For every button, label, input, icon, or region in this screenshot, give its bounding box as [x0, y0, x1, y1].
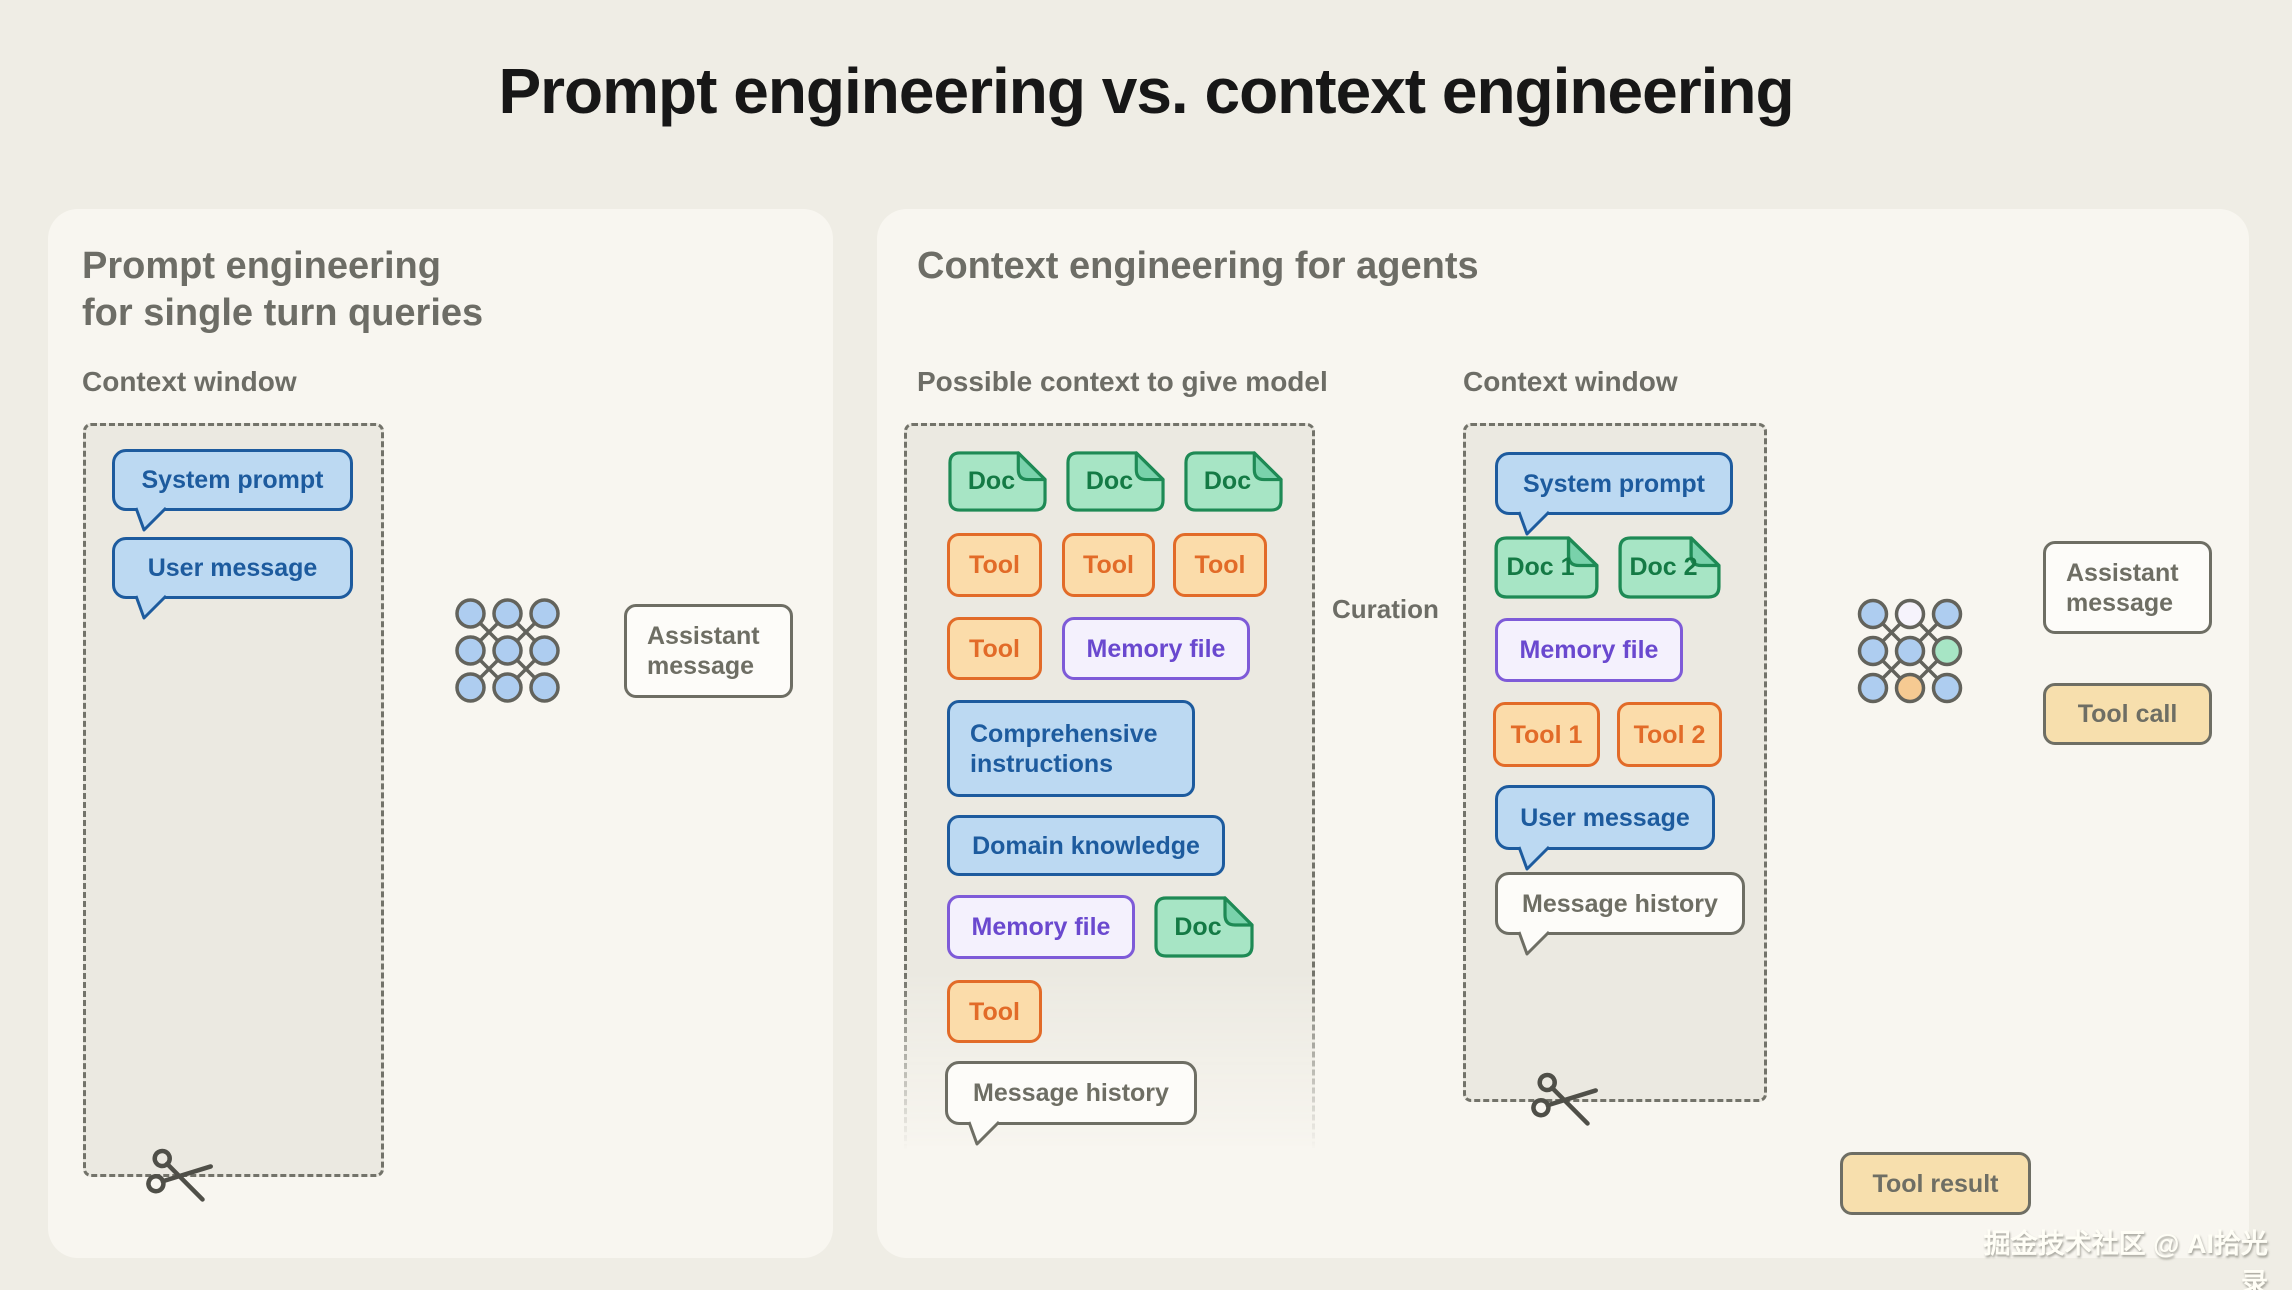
domain-knowledge-box: Domain knowledge	[947, 815, 1225, 876]
assistant-message-box: Assistant message	[2043, 541, 2212, 634]
tool-box: Tool	[947, 980, 1042, 1043]
doc-icon	[1154, 896, 1254, 958]
doc-icon	[1494, 536, 1599, 599]
tool-box: Tool	[1173, 533, 1267, 597]
tool-call-label: Tool call	[2077, 700, 2178, 728]
system-prompt-label: System prompt	[141, 466, 324, 494]
message-history-bubble: Message history	[945, 1061, 1197, 1125]
system-prompt-bubble: System prompt	[1495, 452, 1733, 515]
memory-file-box: Memory file	[1062, 617, 1250, 680]
doc-icon	[1618, 536, 1721, 599]
memory-file-box: Memory file	[947, 895, 1135, 959]
message-history-label: Message history	[973, 1079, 1169, 1107]
doc-icon	[948, 451, 1047, 512]
right-context-window-label: Context window	[1463, 366, 1678, 397]
left-panel-title: Prompt engineering for single turn queri…	[82, 243, 483, 337]
user-message-bubble: User message	[1495, 785, 1715, 850]
left-panel-title-line2: for single turn queries	[82, 292, 484, 334]
comprehensive-instructions-label: Comprehensive instructions	[970, 719, 1158, 778]
comprehensive-instructions-box: Comprehensive instructions	[947, 700, 1195, 797]
page-title: Prompt engineering vs. context engineeri…	[498, 55, 1794, 127]
doc-label: Doc	[967, 467, 1016, 495]
user-message-bubble: User message	[112, 537, 353, 599]
doc-label: Doc	[1203, 467, 1252, 495]
tool-label: Tool	[969, 997, 1020, 1026]
doc-label: Doc 2	[1629, 553, 1698, 581]
message-history-bubble: Message history	[1495, 872, 1745, 935]
left-panel-title-line1: Prompt engineering	[82, 245, 441, 287]
message-history-label: Message history	[1522, 889, 1718, 918]
doc-card: Doc 2	[1617, 535, 1722, 600]
tool-label: Tool 2	[1633, 720, 1706, 749]
doc-card: Doc	[1153, 895, 1255, 959]
right-panel-title: Context engineering for agents	[917, 245, 1479, 287]
tool-call-box: Tool call	[2043, 683, 2212, 745]
doc-label: Doc	[1085, 467, 1134, 495]
assistant-message-label: Assistant message	[2066, 558, 2179, 617]
doc-card: Doc	[947, 450, 1048, 513]
doc-card: Doc 1	[1493, 535, 1600, 600]
memory-file-label: Memory file	[1519, 636, 1659, 664]
user-message-label: User message	[1520, 803, 1690, 832]
tool-result-box: Tool result	[1840, 1152, 2031, 1215]
tool-box: Tool 2	[1617, 702, 1722, 767]
tool-result-label: Tool result	[1872, 1169, 1999, 1198]
tool-label: Tool 1	[1510, 720, 1583, 749]
tool-box: Tool	[947, 617, 1042, 680]
tool-box: Tool	[947, 533, 1042, 597]
tool-box: Tool	[1062, 533, 1155, 597]
tool-label: Tool	[1083, 551, 1134, 579]
curation-label: Curation	[1332, 594, 1439, 624]
memory-file-box: Memory file	[1495, 618, 1683, 682]
memory-file-label: Memory file	[971, 913, 1111, 941]
tool-label: Tool	[969, 551, 1020, 579]
doc-icon	[1066, 451, 1165, 512]
doc-label: Doc 1	[1506, 553, 1575, 581]
tool-label: Tool	[969, 634, 1020, 663]
assistant-message-box: Assistant message	[624, 604, 793, 698]
tool-label: Tool	[1194, 551, 1246, 579]
system-prompt-bubble: System prompt	[112, 449, 353, 511]
possible-context-label: Possible context to give model	[917, 366, 1328, 397]
doc-card: Doc	[1065, 450, 1166, 513]
tool-box: Tool 1	[1493, 702, 1600, 767]
assistant-message-label: Assistant message	[647, 622, 760, 680]
doc-icon	[1184, 451, 1283, 512]
user-message-label: User message	[147, 554, 318, 582]
doc-card: Doc	[1183, 450, 1284, 513]
domain-knowledge-label: Domain knowledge	[972, 831, 1200, 860]
memory-file-label: Memory file	[1086, 634, 1226, 663]
watermark: 掘金技术社区 @ AI拾光录	[1983, 1229, 2268, 1290]
doc-label: Doc	[1174, 912, 1222, 941]
left-context-window-label: Context window	[82, 366, 297, 397]
system-prompt-label: System prompt	[1523, 469, 1705, 498]
